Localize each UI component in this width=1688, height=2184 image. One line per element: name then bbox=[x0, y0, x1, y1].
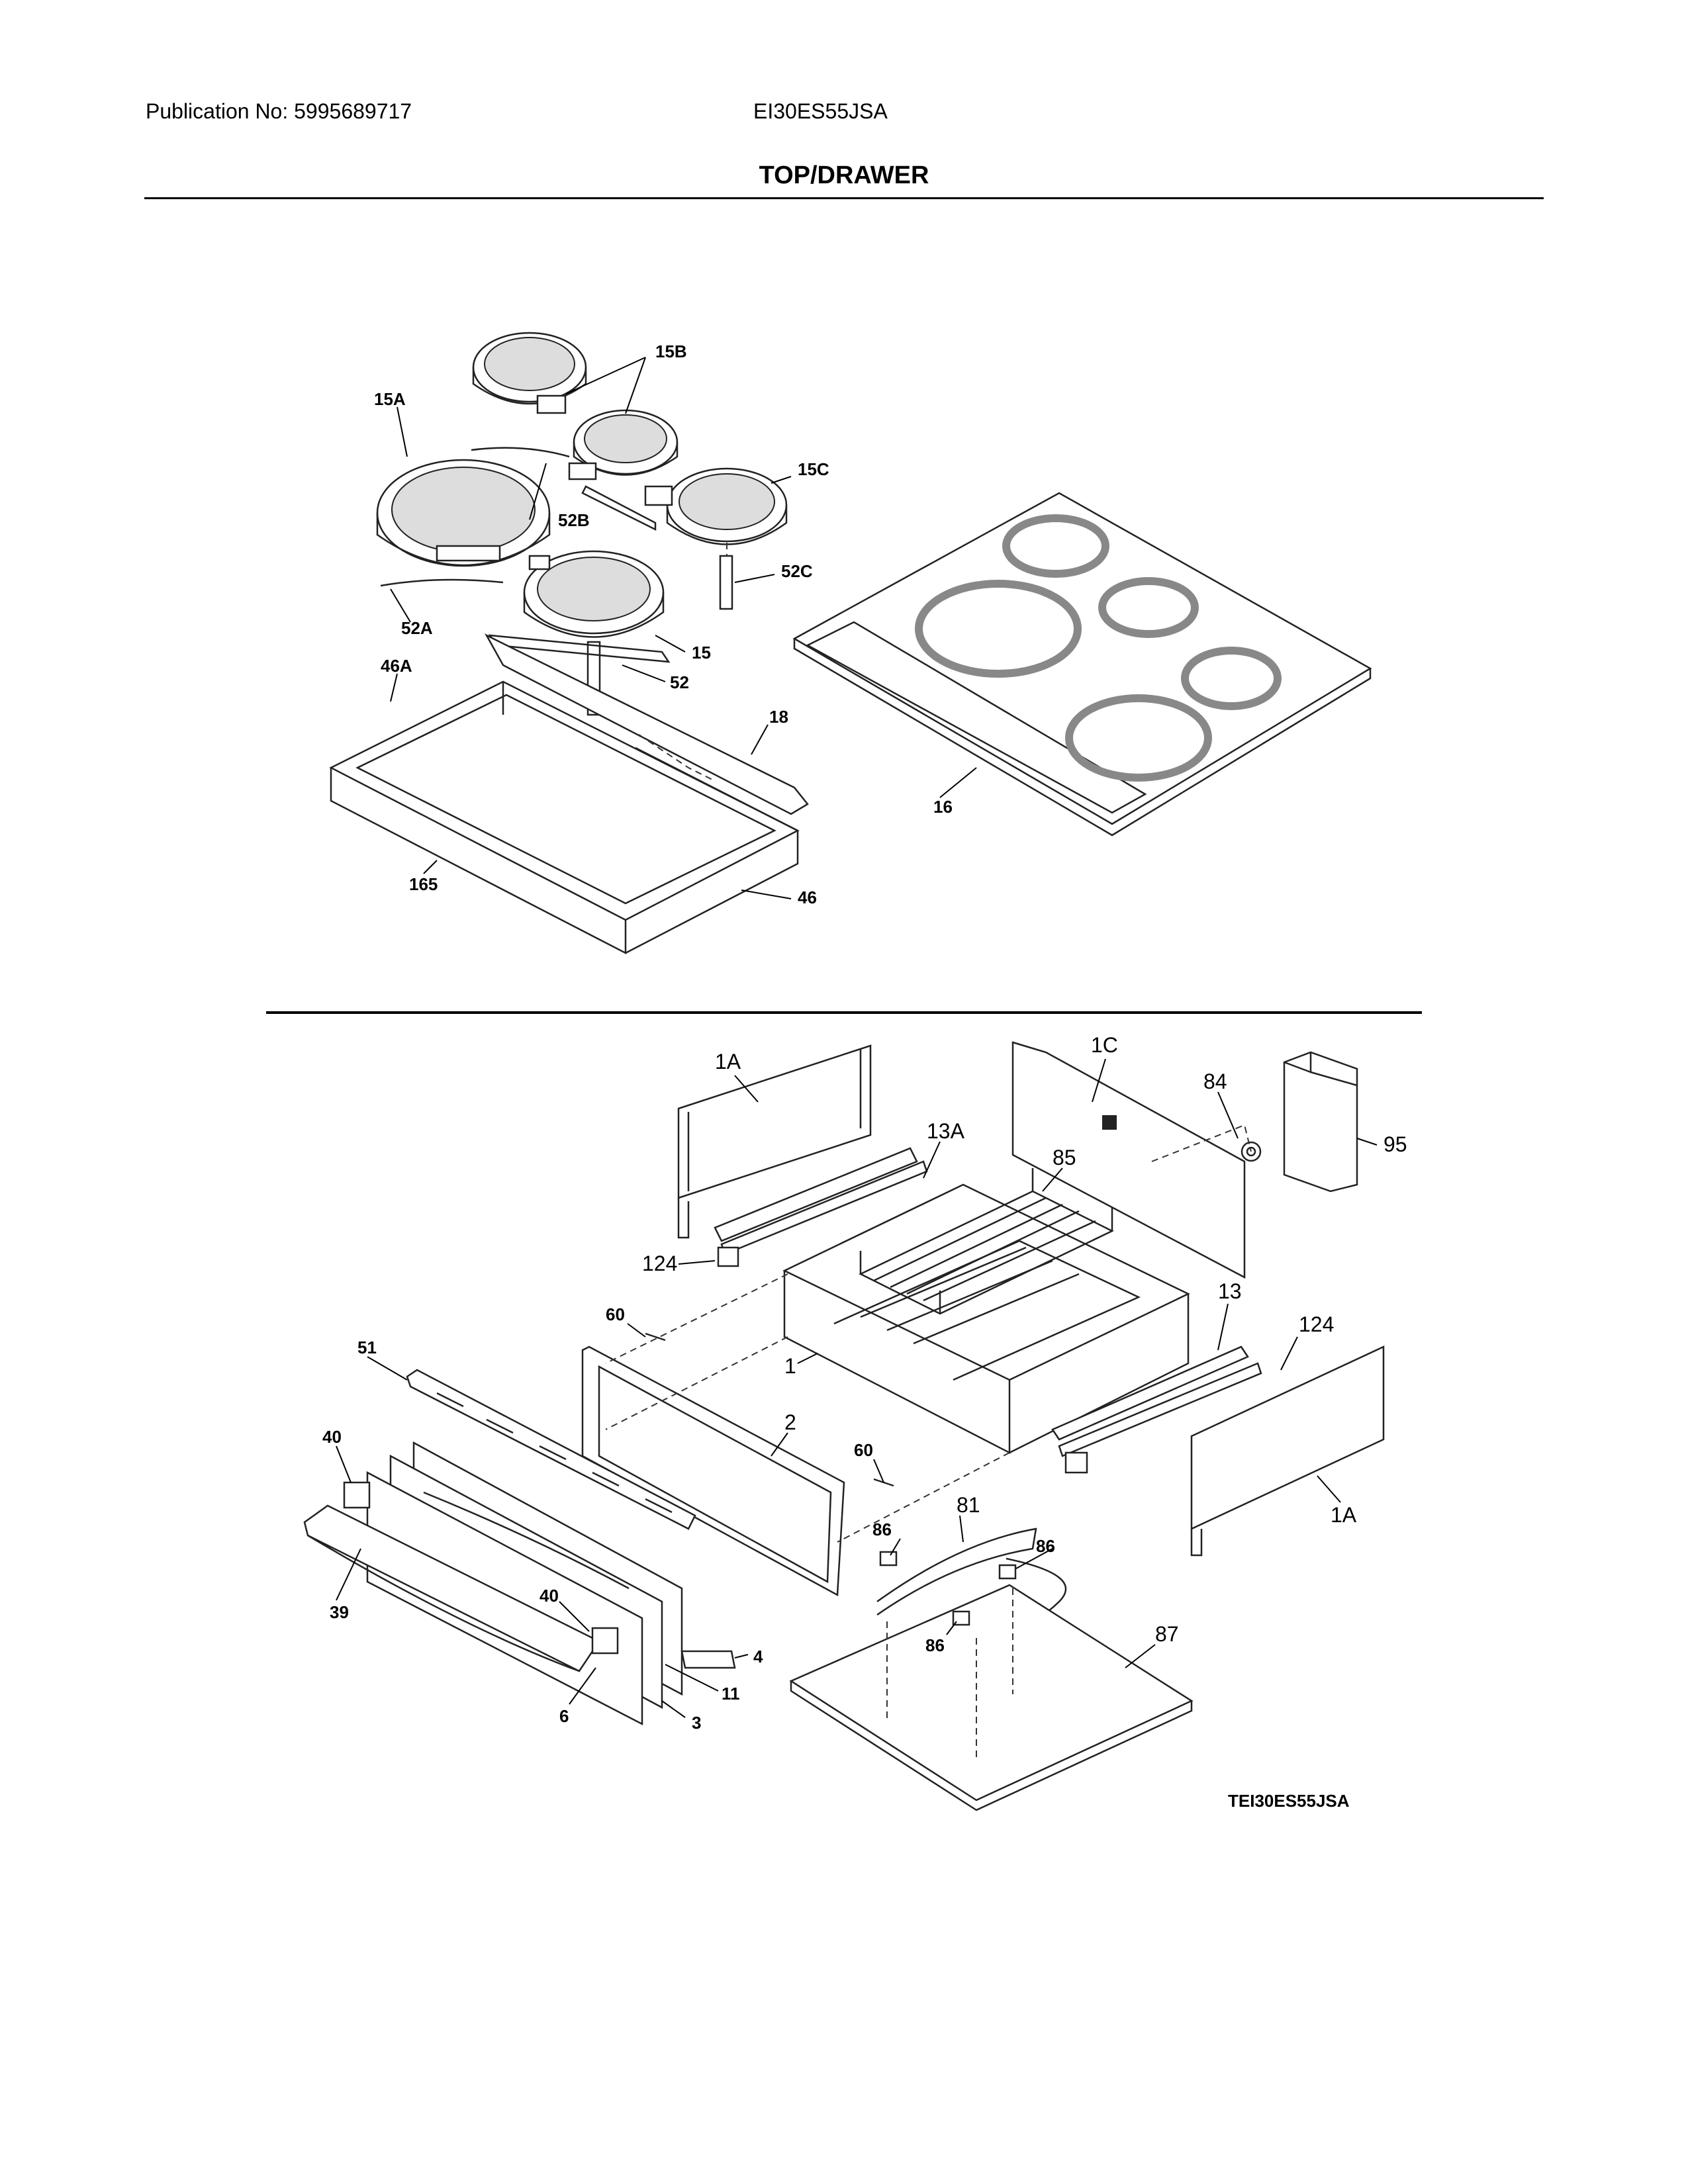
label-60-right: 60 bbox=[854, 1440, 873, 1460]
surface-element-15a bbox=[376, 459, 551, 567]
label-15c: 15C bbox=[798, 459, 829, 479]
surface-element-15b-front bbox=[568, 409, 679, 480]
publication-number: Publication No: 5995689717 bbox=[146, 99, 412, 123]
drawer-back-panel-1c bbox=[1011, 1041, 1246, 1279]
surface-element-15b-rear bbox=[472, 332, 587, 414]
header-divider bbox=[144, 197, 1544, 199]
label-84: 84 bbox=[1203, 1069, 1227, 1093]
label-13a: 13A bbox=[927, 1119, 965, 1143]
endcap-40-right bbox=[591, 1627, 619, 1655]
drawer-side-panel-1a-left bbox=[677, 1044, 872, 1239]
drawer-front-panel-2 bbox=[581, 1345, 845, 1597]
dashed-guide bbox=[638, 734, 716, 782]
label-86-a: 86 bbox=[872, 1520, 892, 1539]
door-handle-39 bbox=[303, 1504, 600, 1672]
label-95: 95 bbox=[1383, 1132, 1407, 1156]
label-3: 3 bbox=[692, 1713, 701, 1733]
label-52c: 52C bbox=[781, 561, 813, 581]
harness-52b-strap bbox=[581, 485, 657, 531]
label-46: 46 bbox=[798, 887, 817, 907]
label-60-left: 60 bbox=[606, 1304, 625, 1324]
label-15: 15 bbox=[692, 643, 711, 662]
drawer-rack-85 bbox=[859, 1168, 1114, 1315]
drawer-bottom-87 bbox=[789, 1584, 1194, 1811]
label-13: 13 bbox=[1218, 1279, 1242, 1303]
part-4 bbox=[680, 1650, 736, 1669]
drawer-element-81 bbox=[876, 1527, 1037, 1616]
model-number: EI30ES55JSA bbox=[753, 99, 888, 123]
harness-52b bbox=[471, 447, 570, 458]
vent-trim-51 bbox=[406, 1369, 696, 1530]
diagram-code: TEI30ES55JSA bbox=[1228, 1791, 1350, 1811]
label-4: 4 bbox=[753, 1647, 763, 1666]
section-divider bbox=[266, 1011, 1422, 1014]
label-18: 18 bbox=[769, 707, 788, 727]
label-86-c: 86 bbox=[925, 1635, 945, 1655]
surface-element-15 bbox=[523, 550, 665, 716]
bracket-86-c bbox=[952, 1610, 970, 1626]
label-15b: 15B bbox=[655, 341, 687, 361]
bottom-leaders bbox=[336, 1058, 1378, 1718]
label-52a: 52A bbox=[401, 618, 433, 638]
drawer-side-panel-1a-right bbox=[1190, 1345, 1385, 1557]
label-15a: 15A bbox=[374, 389, 406, 409]
shield-95 bbox=[1283, 1051, 1358, 1193]
label-87: 87 bbox=[1155, 1622, 1179, 1646]
label-85: 85 bbox=[1053, 1146, 1076, 1169]
top-chassis-165 bbox=[329, 633, 809, 955]
dashed-guides bbox=[605, 1124, 1252, 1760]
drawer-slide-13a bbox=[714, 1147, 928, 1267]
label-39: 39 bbox=[330, 1602, 349, 1622]
label-124-left: 124 bbox=[642, 1251, 677, 1275]
label-46a: 46A bbox=[381, 656, 412, 676]
bracket-86-b bbox=[998, 1564, 1017, 1580]
drawer-tub-1 bbox=[782, 1183, 1190, 1455]
bracket-86-a bbox=[879, 1551, 898, 1567]
label-1a-top: 1A bbox=[715, 1050, 741, 1073]
label-1a-bottom: 1A bbox=[1331, 1503, 1357, 1527]
label-81: 81 bbox=[957, 1493, 980, 1517]
label-40-left: 40 bbox=[322, 1427, 342, 1447]
label-51: 51 bbox=[357, 1338, 377, 1357]
top-leaders bbox=[390, 357, 977, 899]
surface-element-15c bbox=[644, 467, 788, 610]
page-title: TOP/DRAWER bbox=[759, 161, 929, 189]
label-40-right: 40 bbox=[539, 1586, 559, 1606]
label-1: 1 bbox=[784, 1354, 796, 1378]
screw-60-left bbox=[645, 1332, 666, 1342]
label-52b: 52B bbox=[558, 510, 590, 530]
label-1c: 1C bbox=[1091, 1033, 1118, 1057]
label-2: 2 bbox=[784, 1410, 796, 1434]
drawer-slide-13 bbox=[1051, 1345, 1262, 1474]
label-52: 52 bbox=[670, 672, 689, 692]
endcap-40-left bbox=[343, 1481, 371, 1509]
label-124-right: 124 bbox=[1299, 1312, 1334, 1336]
label-86-b: 86 bbox=[1036, 1536, 1055, 1556]
glass-cooktop-16 bbox=[792, 492, 1372, 837]
label-16: 16 bbox=[933, 797, 953, 817]
harness-52a bbox=[380, 578, 504, 587]
label-11: 11 bbox=[722, 1684, 740, 1704]
label-165: 165 bbox=[409, 874, 438, 894]
label-6: 6 bbox=[559, 1706, 569, 1726]
